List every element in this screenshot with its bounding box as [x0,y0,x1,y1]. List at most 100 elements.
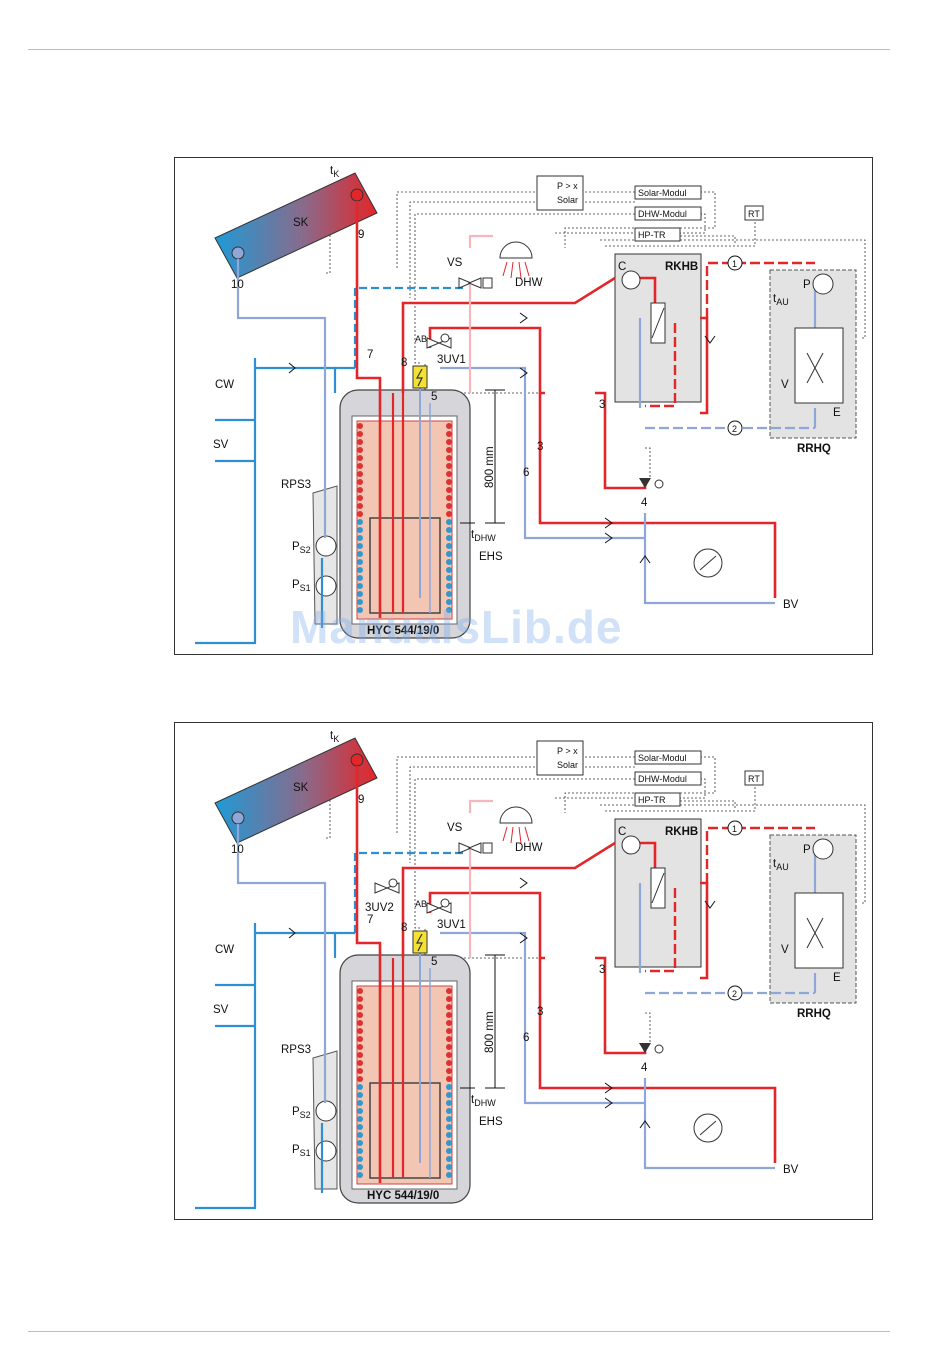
coil-turn [446,1172,452,1178]
e-label: E [833,972,841,984]
svg-text:1: 1 [732,824,737,834]
collector-label: SK [293,782,309,794]
coil-turn [357,455,363,461]
coil-turn [357,431,363,437]
coil-turn [357,1004,363,1010]
coil-turn [357,1156,363,1162]
valve2-label: 3UV2 [365,902,394,914]
rps3-label: RPS3 [281,1044,311,1056]
hp-tr-label: HP-TR [638,795,666,805]
coil-turn [357,1036,363,1042]
coil-turn [446,439,452,445]
module-boxes [634,185,764,242]
solar-modul-label: Solar-Modul [638,753,687,763]
cold-pipes [195,358,355,645]
coil-turn [357,567,363,573]
cw-label: CW [215,944,234,956]
hot-dashed-pipes [645,826,815,973]
coil-turn [357,1164,363,1170]
coil-turn [446,1060,452,1066]
outdoor-fan [794,838,844,969]
ehs-label: EHS [479,551,503,563]
diverter-valve-4 [639,1043,664,1054]
coil-turn [357,503,363,509]
coil-turn [357,439,363,445]
coil-turn [357,599,363,605]
coil-turn [357,535,363,541]
rps3-label: RPS3 [281,479,311,491]
coil-turn [446,527,452,533]
p-label: P [803,844,811,856]
ps2-label: PS2 [292,1106,311,1120]
coil-turn [446,559,452,565]
coil-turn [446,455,452,461]
num-3b: 3 [537,1006,543,1018]
rt-label: RT [748,774,760,784]
rkhb-label: RKHB [665,826,698,838]
num-5: 5 [431,956,437,968]
num-8: 8 [401,922,407,934]
coil-turn [446,1164,452,1170]
coil-turn [357,447,363,453]
coil-turn [357,511,363,517]
switch-valve-3uv1 [426,333,452,349]
num-4: 4 [641,497,648,509]
coil-turn [357,463,363,469]
outdoor-fan [794,273,844,404]
coil-turn [357,543,363,549]
coil-turn [446,988,452,994]
coil-turn [446,463,452,469]
dim-label: 800 mm [484,1011,496,1053]
hydraulic-schematic: SK tK 9 10 8 7 5 6 3 3 4 1 2 VS DHW 3UV1… [195,165,866,645]
coil-turn [446,1052,452,1058]
rrhq-label: RRHQ [797,443,831,455]
coil-turn [446,583,452,589]
flow-arrows [288,877,716,1129]
coil-turn [446,1140,452,1146]
coil-turn [446,599,452,605]
coil-turn [357,1148,363,1154]
num-10: 10 [231,844,244,856]
coil-turn [357,1076,363,1082]
coil-turn [446,1028,452,1034]
circle-2-marker: 2 [727,985,743,1001]
hot-pipes [355,766,777,1183]
num-3a: 3 [599,399,605,411]
heating-circuit-pump [693,548,723,578]
rps3-station [312,1050,338,1190]
diagram-2: SK tK 9 10 8 7 5 6 3 3 4 1 2 VS DHW 3UV1… [174,722,873,1220]
coil-turn [357,607,363,613]
num-3b: 3 [537,441,543,453]
coil-turn [446,996,452,1002]
tdhw-label: tDHW [471,529,496,543]
coil-turn [446,1108,452,1114]
coil-turn [357,527,363,533]
solar-return-pipe [236,259,327,538]
ps2-label: PS2 [292,541,311,555]
dhw-pipes [468,234,493,393]
coil-turn [357,1052,363,1058]
sv-label: SV [213,1004,229,1016]
vs-label: VS [447,257,463,269]
heat-pump-compressor [621,270,666,344]
tank-label: HYC 544/19/0 [367,625,439,637]
coil-turn [446,535,452,541]
coil-turn [446,1076,452,1082]
coil-turn [357,559,363,565]
mixing-valve-vs [458,277,493,289]
hp-tr-label: HP-TR [638,230,666,240]
dimension-line [460,954,505,1089]
diagram-1: SK tK 9 10 8 7 5 6 3 3 4 1 2 VS DHW 3UV1… [174,157,873,655]
coil-turn [446,1092,452,1098]
mixing-valve-vs [458,842,493,854]
tk-label: tK [330,165,339,179]
circle-1-marker: 1 [727,255,743,271]
solar-collector [214,737,378,844]
coil-turn [357,487,363,493]
tk-label: tK [330,730,339,744]
coil-turn [357,1020,363,1026]
tau-label: tAU [773,293,789,307]
valve1-label: 3UV1 [437,919,466,931]
c-label: C [618,261,626,273]
dhw-pipes [468,799,493,958]
